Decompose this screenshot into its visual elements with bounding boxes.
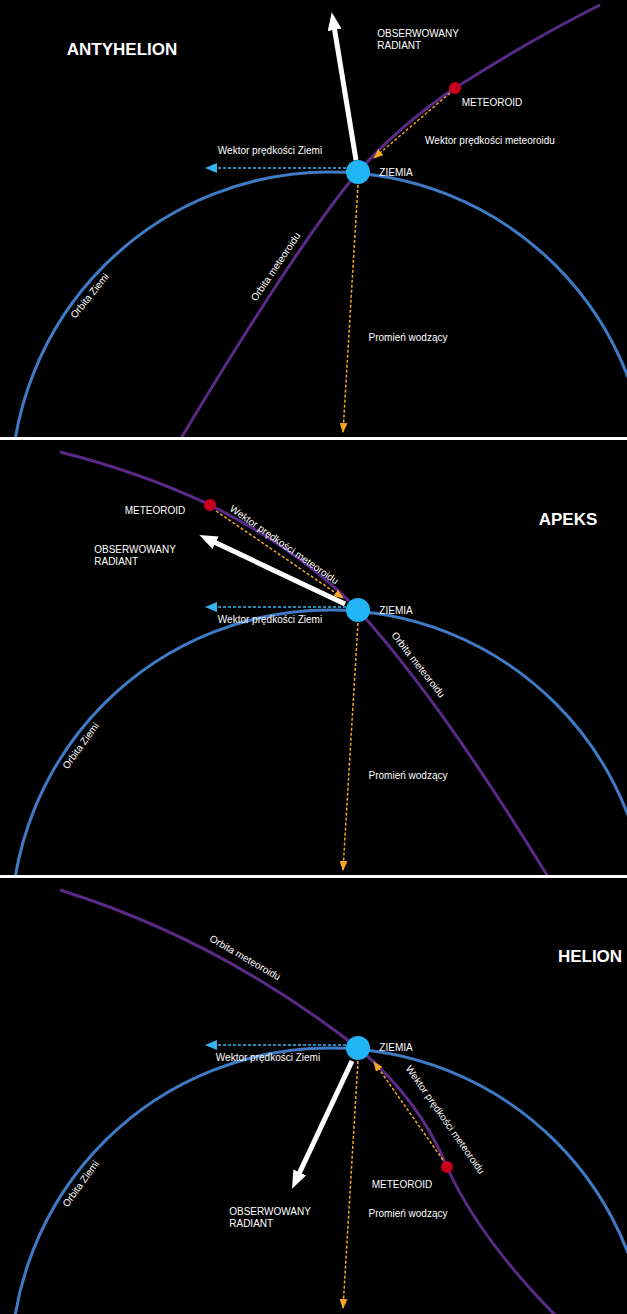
vector-label: Wektor prędkości Ziemi: [218, 614, 322, 626]
earth-dot: [346, 598, 370, 622]
orbit-label: Orbita meteoroidu: [207, 933, 282, 983]
meteoroid-label: METEOROID: [462, 97, 523, 109]
orbit-label: Orbita Ziemi: [68, 271, 112, 321]
vector-label: Wektor prędkości meteoroidu: [227, 503, 340, 587]
radiant-label: OBSERWOWANY RADIANT: [94, 544, 176, 568]
earth-orbit: [11, 172, 627, 437]
earth-label: ZIEMIA: [379, 1042, 412, 1054]
panel-title: ANTYHELION: [67, 40, 178, 60]
orbit-label: Orbita meteoroidu: [249, 230, 304, 303]
orbit-label: Orbita Ziemi: [60, 720, 102, 771]
earth-label: ZIEMIA: [379, 167, 412, 179]
panel-title: HELION: [558, 947, 622, 967]
meteoroid-orbit: [60, 890, 560, 1314]
meteoroid-dot: [441, 1161, 453, 1173]
radiant-arrow: [334, 26, 356, 160]
meteoroid-dot: [204, 499, 216, 511]
radius-vector: [343, 1061, 358, 1308]
earth-dot: [346, 160, 370, 184]
vector-label: Wektor prędkości Ziemi: [216, 1052, 320, 1064]
meteoroid-label: METEOROID: [125, 505, 186, 517]
radius-label: Promień wodzący: [369, 770, 448, 782]
earth-velocity-vector: [206, 167, 346, 169]
radius-label: Promień wodzący: [369, 1208, 448, 1220]
earth-velocity-vector: [206, 606, 346, 608]
meteoroid-orbit: [60, 452, 550, 875]
meteoroid-velocity-vector: [374, 93, 450, 158]
panel-separator: [0, 437, 627, 440]
meteoroid-dot: [449, 82, 461, 94]
radius-vector: [343, 623, 358, 870]
meteoroid-orbit: [180, 5, 600, 437]
earth-orbit: [11, 1048, 627, 1314]
panel-separator: [0, 875, 627, 878]
earth-dot: [346, 1036, 370, 1060]
vector-label: Wektor prędkości meteoroidu: [403, 1063, 487, 1176]
earth-label: ZIEMIA: [379, 605, 412, 617]
radiant-arrow: [298, 1061, 352, 1176]
radius-vector: [343, 185, 358, 432]
radius-label: Promień wodzący: [369, 332, 448, 344]
orbit-label: Orbita meteoroidu: [389, 630, 448, 700]
earth-velocity-vector: [206, 1044, 346, 1046]
vector-label: Wektor prędkości Ziemi: [218, 145, 322, 157]
vector-label: Wektor prędkości meteoroidu: [425, 135, 555, 147]
radiant-label: OBSERWOWANY RADIANT: [377, 28, 459, 52]
earth-orbit: [11, 610, 627, 875]
radiant-label: OBSERWOWANY RADIANT: [229, 1206, 311, 1230]
panel-title: APEKS: [539, 510, 598, 530]
meteoroid-label: METEOROID: [372, 1179, 433, 1191]
orbit-label: Orbita Ziemi: [60, 1158, 102, 1209]
